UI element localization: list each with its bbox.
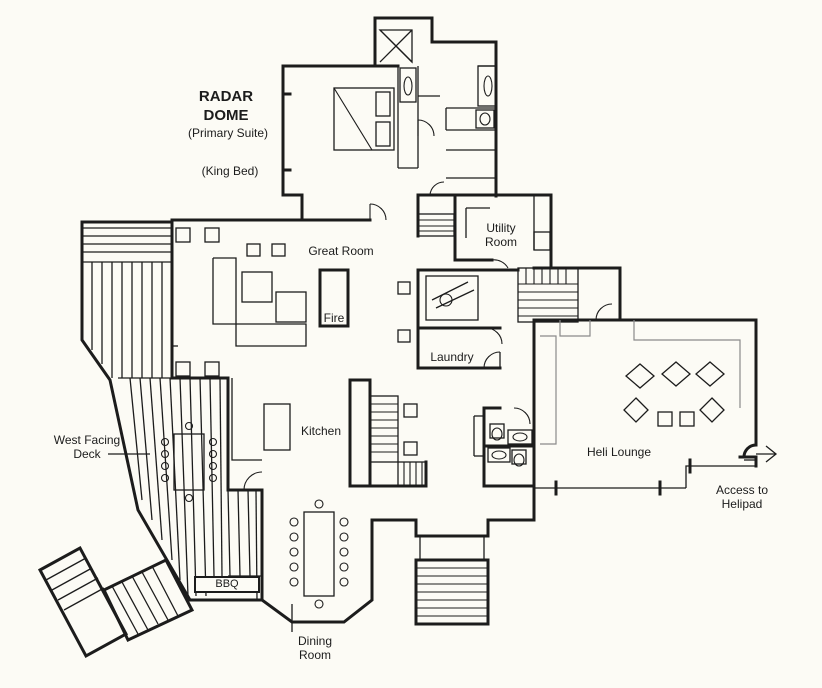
west-deck-label: West Facing Deck (46, 433, 128, 461)
powder-room (473, 406, 536, 488)
west-deck-label-line2: Deck (73, 447, 101, 461)
great-room-label: Great Room (308, 244, 374, 258)
radar-dome-title-line2: DOME (203, 107, 249, 124)
king-bed-label: (King Bed) (201, 164, 259, 178)
arrow-right-icon (756, 445, 778, 463)
west-deck (80, 220, 264, 602)
dining-room-label: Dining Room (284, 634, 346, 662)
primary-suite-walls (281, 16, 498, 198)
king-bed-icon (333, 87, 395, 151)
bbq-label: BBQ (194, 576, 260, 593)
dining-room-label-line2: Room (298, 648, 331, 662)
deck-table-icon (160, 421, 218, 503)
utility-room-label-line2: Room (484, 235, 517, 249)
helipad-access-label: Access to Helipad (706, 483, 778, 511)
utility-room-label-line1: Utility (486, 221, 516, 235)
radar-dome-title: RADAR DOME (178, 87, 274, 125)
dining-table-icon (289, 499, 349, 609)
stairs-icon (37, 545, 195, 659)
helipad-access-line1: Access to (715, 483, 769, 497)
great-room-furniture (172, 227, 411, 377)
heli-lounge-label: Heli Lounge (586, 445, 652, 459)
stairs-icon (369, 395, 427, 487)
fireplace-icon (318, 268, 350, 328)
fire-label: Fire (323, 311, 345, 325)
utility-room-label: Utility Room (470, 221, 532, 249)
helipad-access-line2: Helipad (721, 497, 763, 511)
laundry-label: Laundry (430, 350, 474, 364)
radar-dome-title-line1: RADAR (198, 88, 254, 105)
main-house-walls (170, 218, 758, 624)
utility-room-walls (453, 193, 553, 270)
west-deck-label-line1: West Facing (53, 433, 121, 447)
stairs-icon (417, 213, 455, 237)
stairs-icon (517, 267, 613, 323)
dining-room-label-line1: Dining (297, 634, 333, 648)
laundry-walls (416, 268, 520, 370)
kitchen-label: Kitchen (300, 424, 342, 438)
stairs-icon (414, 536, 490, 626)
primary-suite-label: (Primary Suite) (187, 126, 268, 140)
heli-lounge-furniture (540, 320, 741, 445)
